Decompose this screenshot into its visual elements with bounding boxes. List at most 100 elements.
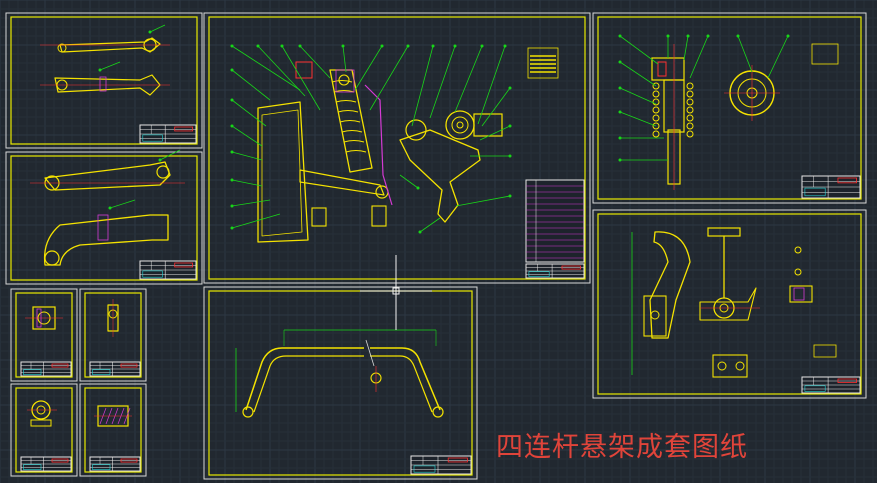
hub-inner — [451, 116, 469, 134]
bracket-arm — [649, 231, 691, 339]
leader-dot — [108, 206, 112, 210]
spring-coil — [341, 130, 363, 133]
stabilizer-bar-inner-left — [253, 355, 364, 413]
title-block-stamp — [447, 457, 468, 463]
leader-line — [342, 45, 347, 73]
leader-line — [231, 179, 263, 187]
leader-dot — [280, 44, 284, 48]
bracket-foot-hole — [735, 361, 745, 371]
sheet-frame — [10, 155, 198, 281]
leader-dot — [508, 194, 512, 198]
leader-dot — [431, 44, 435, 48]
leader-dot — [341, 44, 345, 48]
leader-dot — [786, 34, 790, 38]
sheet-frame — [15, 292, 73, 378]
spring-coil-right — [686, 82, 694, 90]
hatch-section — [97, 214, 109, 241]
title-block-stamp — [174, 262, 194, 268]
bracket-bolt — [650, 310, 660, 320]
sheet-border — [5, 151, 203, 285]
drawing-set-caption: 四连杆悬架成套图纸 — [496, 432, 748, 463]
leader-line — [231, 213, 281, 229]
stabilizer-end-eye — [432, 406, 444, 418]
leader-dot — [706, 34, 710, 38]
leader-line — [231, 99, 267, 127]
lower-control-arm — [299, 169, 385, 196]
sheet-frame — [208, 16, 586, 280]
spring-coil — [339, 120, 361, 123]
title-block-cell — [804, 187, 826, 197]
leader-line — [159, 149, 181, 161]
bracket-plate — [699, 287, 757, 321]
spring-coil-left — [652, 90, 660, 98]
sheet-frame — [597, 213, 862, 395]
title-block-cell — [142, 134, 163, 142]
leader-dot — [230, 124, 234, 128]
leader-line — [477, 45, 506, 125]
sheet-frame — [208, 290, 473, 476]
arm-bend-sheet[interactable] — [5, 149, 203, 285]
leader-dot — [618, 158, 622, 162]
spring-coil — [331, 80, 353, 83]
small-sheet-3[interactable] — [10, 383, 78, 477]
bracket-base — [643, 295, 667, 337]
stabilizer-sheet[interactable] — [203, 286, 478, 480]
lower-arm-bend — [43, 214, 169, 266]
spring-coil-right — [686, 90, 694, 98]
assembly-sheet[interactable] — [203, 12, 591, 284]
sheet-frame — [84, 387, 142, 473]
title-block-stamp — [51, 363, 69, 368]
small-sheet-4[interactable] — [79, 383, 147, 477]
crosshair-pickbox — [392, 287, 400, 295]
leader-dot — [618, 60, 622, 64]
leader-line — [683, 35, 689, 61]
lower-arm-end — [44, 250, 60, 266]
hatch-section — [36, 308, 42, 328]
spring-coil-left — [652, 98, 660, 106]
shock-sheet[interactable] — [592, 12, 867, 204]
leader-line — [231, 125, 263, 147]
leader-line — [299, 45, 331, 79]
bracket-detail — [789, 285, 813, 303]
leader-dot — [230, 68, 234, 72]
stabilizer-bar-outer-right — [370, 347, 441, 411]
bracket-foot — [712, 354, 748, 378]
spring-coil-right — [686, 98, 694, 106]
technical-notes — [527, 47, 559, 79]
leader-dot — [508, 86, 512, 90]
title-block-cell — [142, 270, 163, 278]
leader-dot — [406, 44, 410, 48]
technical-notes — [813, 344, 837, 358]
leader-dot — [230, 98, 234, 102]
bracket-detail-pin — [794, 268, 802, 276]
leader-line — [231, 199, 271, 207]
small-sheet-1[interactable] — [10, 288, 78, 382]
leader-line — [99, 61, 121, 71]
technical-notes — [811, 43, 839, 65]
title-block-cell — [413, 465, 436, 473]
leader-line — [399, 174, 419, 189]
stabilizer-end-eye — [242, 406, 254, 418]
leader-line — [369, 45, 409, 111]
spring-coil-left — [652, 114, 660, 122]
leader-line — [454, 45, 483, 113]
arm-sheet[interactable] — [5, 12, 203, 149]
title-block-cell — [23, 369, 42, 375]
leader-line — [429, 45, 456, 119]
sheet-border — [79, 383, 147, 477]
ring-base — [30, 419, 52, 427]
bracket-sheet[interactable] — [592, 209, 867, 399]
spring-coil-right — [686, 122, 694, 130]
wheel-carrier — [257, 101, 309, 243]
sheet-border — [10, 383, 78, 477]
sheet-border — [79, 288, 147, 382]
leader-dot — [230, 178, 234, 182]
spring-coil-left — [652, 106, 660, 114]
sheet-frame — [597, 16, 862, 200]
sheet-border — [10, 288, 78, 382]
stabilizer-bar-inner-right — [370, 355, 433, 413]
small-sheet-2[interactable] — [79, 288, 147, 382]
sheet-border — [203, 12, 591, 284]
title-block-cell — [528, 271, 550, 277]
